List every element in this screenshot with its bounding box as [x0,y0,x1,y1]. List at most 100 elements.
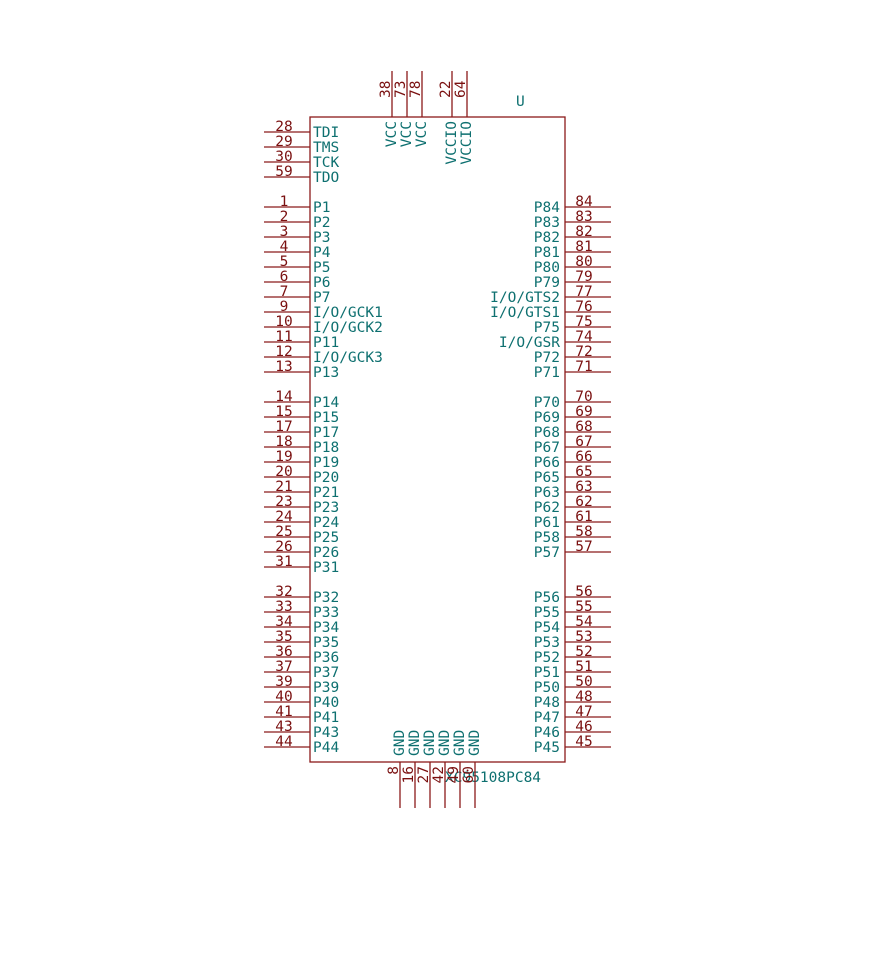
pin-number: 62 [575,494,592,510]
pin-number: 65 [575,464,592,480]
pin-number: 78 [408,81,424,98]
pin-number: 45 [575,734,592,750]
pin-name-p3: P3 [313,230,330,246]
pin-name-p53: P53 [534,635,560,651]
pin-number: 76 [575,299,592,315]
pin-number: 29 [275,134,292,150]
pin-number: 21 [275,479,292,495]
pin-76: 76 I/O/GTS1 [490,299,611,321]
pin-number: 31 [275,554,292,570]
pin-number: 64 [453,80,469,98]
pin-name-vcc: VCC [384,121,400,147]
pin-name-tdo: TDO [313,170,339,186]
pin-number: 23 [275,494,292,510]
pin-number: 67 [575,434,592,450]
pin-number: 10 [275,314,292,330]
pin-number: 79 [575,269,592,285]
pin-number: 33 [275,599,292,615]
pin-number: 47 [575,704,592,720]
pin-number: 56 [575,584,592,600]
pin-name-p58: P58 [534,530,560,546]
pin-31: 31 P31 [264,554,339,576]
pin-6: 6 P6 [264,269,330,291]
pin-name-p47: P47 [534,710,560,726]
pin-name-p68: P68 [534,425,560,441]
pin-number: 37 [275,659,292,675]
pin-name-p4: P4 [313,245,331,261]
pin-number: 24 [275,509,293,525]
pin-number: 60 [461,766,477,783]
pin-number: 69 [575,404,592,420]
pin-number: 17 [275,419,292,435]
pin-name-p24: P24 [313,515,339,531]
pin-number: 22 [438,81,454,98]
pin-number: 13 [275,359,292,375]
pin-name-p48: P48 [534,695,560,711]
pin-name-p72: P72 [534,350,560,366]
pin-number: 52 [575,644,592,660]
pin-name-p31: P31 [313,560,339,576]
pin-number: 8 [386,766,402,775]
pin-name-p61: P61 [534,515,560,531]
pin-77: 77I/O/GTS2 [490,284,611,306]
pin-number: 28 [275,119,292,135]
pin-number: 6 [280,269,289,285]
pin-name-i-o-gsr: I/O/GSR [499,335,560,351]
pin-number: 27 [416,766,432,783]
pin-name-p46: P46 [534,725,560,741]
pin-name-p83: P83 [534,215,560,231]
pin-name-p1: P1 [313,200,330,216]
pin-name-p7: P7 [313,290,330,306]
pin-number: 63 [575,479,592,495]
pin-number: 68 [575,419,592,435]
pin-74: 74I/O/GSR [499,329,611,351]
pin-11: 11 P11 [264,329,339,351]
pin-number: 14 [275,389,293,405]
pin-number: 80 [575,254,592,270]
pin-name-i-o-gck1: I/O/GCK1 [313,305,383,321]
pin-number: 72 [575,344,592,360]
pin-number: 20 [275,464,292,480]
pin-name-p70: P70 [534,395,560,411]
pin-number: 42 [431,766,447,783]
pin-name-p40: P40 [313,695,339,711]
pin-name-i-o-gts1: I/O/GTS1 [490,305,560,321]
pin-number: 11 [275,329,292,345]
pin-name-p33: P33 [313,605,339,621]
pin-number: 73 [393,81,409,98]
pin-name-p79: P79 [534,275,560,291]
pin-name-i-o-gck3: I/O/GCK3 [313,350,383,366]
pin-name-p65: P65 [534,470,560,486]
pin-name-p6: P6 [313,275,330,291]
pin-name-p67: P67 [534,440,560,456]
pin-name-p26: P26 [313,545,339,561]
pin-name-p11: P11 [313,335,339,351]
component-value: XC95108PC84 [445,770,541,786]
pin-72: 72 P72 [534,344,611,366]
pin-number: 1 [280,194,289,210]
